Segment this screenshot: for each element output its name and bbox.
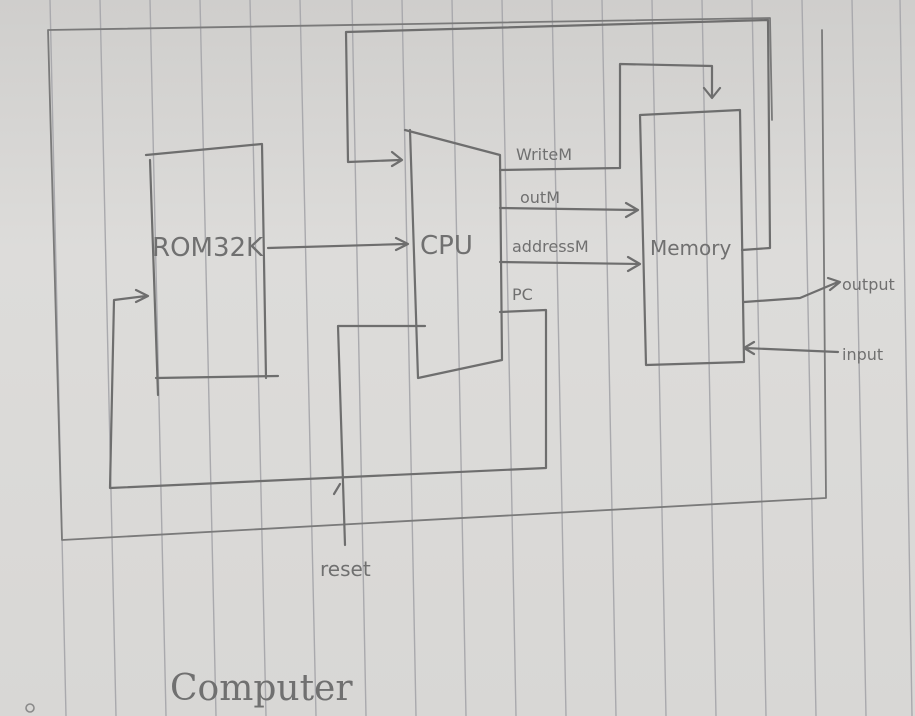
notebook-vertical-lines bbox=[49, 0, 913, 716]
outm-wire bbox=[498, 201, 640, 219]
notebook-ring-hole bbox=[25, 703, 35, 713]
computer-chip-boundary bbox=[47, 17, 827, 541]
cpu-label: CPU bbox=[420, 231, 473, 261]
cpu-block bbox=[403, 128, 504, 380]
diagram-title: Computer bbox=[170, 668, 353, 709]
memory-label: Memory bbox=[650, 236, 732, 260]
memory-feedback-wire bbox=[344, 18, 772, 252]
writem-wire bbox=[498, 62, 722, 172]
output-wire bbox=[742, 276, 842, 304]
rom32k-block bbox=[144, 142, 280, 397]
pc-label: PC bbox=[512, 285, 533, 304]
outm-label: outM bbox=[520, 188, 560, 207]
rom-to-cpu-wire bbox=[266, 236, 410, 252]
input-label: input bbox=[842, 345, 883, 364]
rom32k-label: ROM32K bbox=[152, 233, 264, 263]
pc-wire bbox=[108, 288, 548, 490]
writem-label: WriteM bbox=[516, 145, 572, 164]
addressm-wire bbox=[498, 255, 642, 273]
reset-arrowhead bbox=[332, 482, 342, 496]
reset-label: reset bbox=[320, 557, 371, 581]
addressm-label: addressM bbox=[512, 237, 589, 256]
memory-block bbox=[638, 108, 746, 367]
output-label: output bbox=[842, 275, 895, 294]
input-wire bbox=[742, 340, 840, 356]
reset-wire bbox=[336, 324, 427, 547]
